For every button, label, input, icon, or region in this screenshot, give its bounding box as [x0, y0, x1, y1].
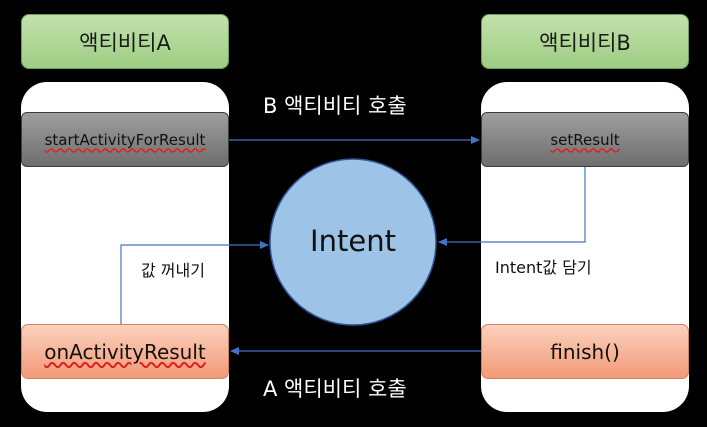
arrow-result-to-intent — [120, 241, 269, 324]
finish-box: finish() — [481, 324, 689, 379]
start-activity-for-result-label: startActivityForResult — [44, 130, 206, 149]
arrow-setresult-to-intent — [438, 167, 586, 246]
activity-a-title: 액티비티A — [79, 30, 171, 55]
activity-b-header: 액티비티B — [481, 14, 689, 69]
put-value-label: Intent값 담기 — [495, 258, 592, 277]
intent-circle — [269, 158, 437, 326]
start-activity-for-result-box: startActivityForResult — [21, 112, 229, 167]
on-activity-result-box: onActivityResult — [21, 324, 229, 379]
call-b-label: B 액티비티 호출 — [263, 94, 407, 118]
take-value-label: 값 꺼내기 — [141, 261, 205, 280]
activity-b-title: 액티비티B — [539, 30, 631, 55]
finish-label: finish() — [550, 339, 620, 364]
activity-a-header: 액티비티A — [21, 14, 229, 69]
intent-label: Intent — [310, 224, 396, 258]
set-result-box: setResult — [481, 112, 689, 167]
set-result-label: setResult — [550, 130, 620, 149]
call-a-label: A 액티비티 호출 — [263, 377, 407, 401]
on-activity-result-label: onActivityResult — [44, 339, 206, 364]
